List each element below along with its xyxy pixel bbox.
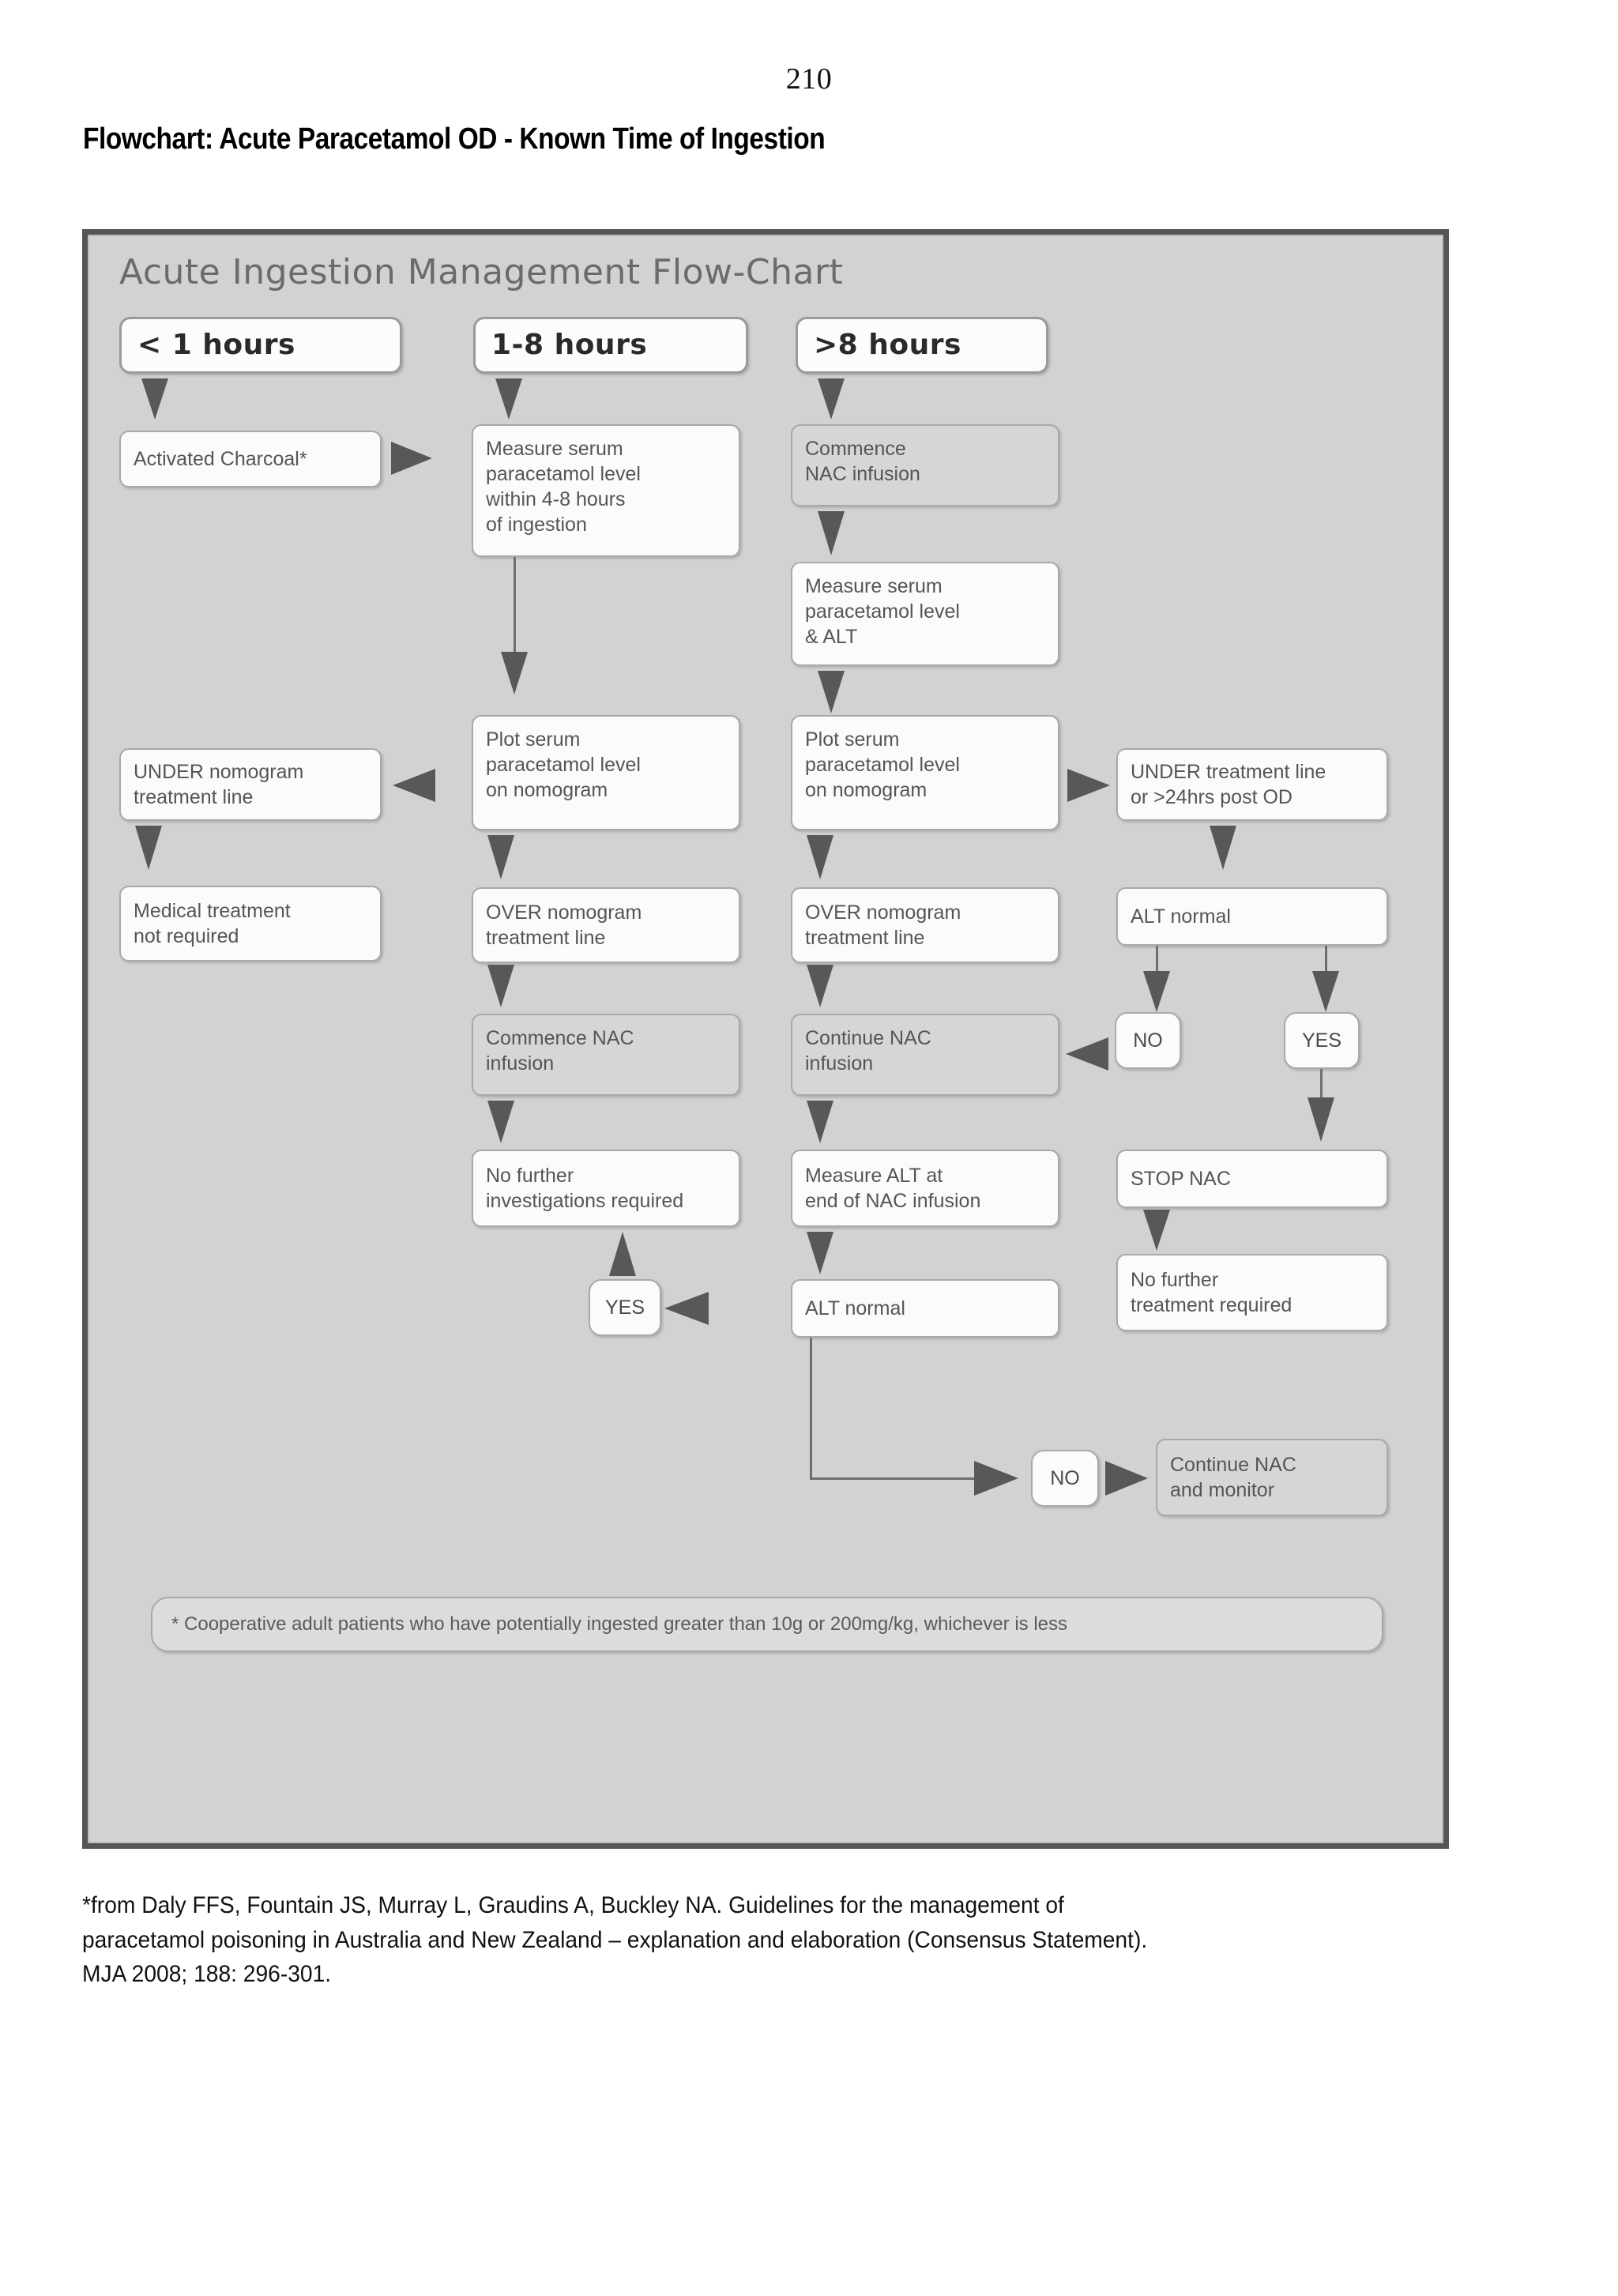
page-title: Flowchart: Acute Paracetamol OD - Known … [83,122,826,156]
node-under-treatment-line-24hrs[interactable]: UNDER treatment line or >24hrs post OD [1116,748,1388,821]
citation-line-3: MJA 2008; 188: 296-301. [82,1961,332,1987]
node-measure-alt-end-nac[interactable]: Measure ALT at end of NAC infusion [791,1150,1059,1227]
node-commence-nac-infusion-col3[interactable]: Commence NAC infusion [791,424,1059,506]
flowchart-frame: Acute Ingestion Management Flow-Chart < … [82,229,1449,1849]
node-yes-lower[interactable]: YES [589,1279,661,1336]
node-continue-nac-col3[interactable]: Continue NAC infusion [791,1014,1059,1096]
node-measure-serum-alt[interactable]: Measure serum paracetamol level & ALT [791,562,1059,666]
node-alt-normal-upper[interactable]: ALT normal [1116,887,1388,946]
flowchart-footnote: * Cooperative adult patients who have po… [151,1597,1383,1652]
connector-line [810,1477,977,1480]
connector-line [810,1338,812,1480]
connector-line [514,557,516,653]
node-over-nomogram-col2[interactable]: OVER nomogram treatment line [472,887,740,963]
citation-line-1: *from Daly FFS, Fountain JS, Murray L, G… [82,1892,1064,1918]
node-yes-upper[interactable]: YES [1284,1012,1360,1069]
column-header-lt1hours[interactable]: < 1 hours [119,317,402,374]
node-medical-treatment-not-required[interactable]: Medical treatment not required [119,886,382,962]
column-header-1-8hours[interactable]: 1-8 hours [473,317,748,374]
node-alt-normal-lower[interactable]: ALT normal [791,1279,1059,1338]
connector-line [1325,946,1327,976]
node-commence-nac-col2[interactable]: Commence NAC infusion [472,1014,740,1096]
node-no-further-treatment-required[interactable]: No further treatment required [1116,1254,1388,1331]
flowchart-title: Acute Ingestion Management Flow-Chart [119,252,844,292]
citation-line-2: paracetamol poisoning in Australia and N… [82,1926,1148,1953]
node-no-lower[interactable]: NO [1031,1450,1099,1507]
node-stop-nac[interactable]: STOP NAC [1116,1150,1388,1208]
connector-line [1156,946,1158,976]
node-under-nomogram-treatment-line[interactable]: UNDER nomogram treatment line [119,748,382,821]
connector-line [1320,1069,1323,1104]
node-plot-serum-col2[interactable]: Plot serum paracetamol level on nomogram [472,715,740,830]
node-no-upper[interactable]: NO [1115,1012,1181,1069]
column-header-gt8hours[interactable]: >8 hours [796,317,1048,374]
citation: *from Daly FFS, Fountain JS, Murray L, G… [82,1888,1412,1992]
node-plot-serum-col3[interactable]: Plot serum paracetamol level on nomogram [791,715,1059,830]
node-over-nomogram-col3[interactable]: OVER nomogram treatment line [791,887,1059,963]
node-no-further-investigations[interactable]: No further investigations required [472,1150,740,1227]
page-number: 210 [785,62,833,96]
node-continue-nac-and-monitor[interactable]: Continue NAC and monitor [1156,1439,1388,1516]
node-activated-charcoal[interactable]: Activated Charcoal* [119,431,382,487]
node-measure-serum-4-8-hours[interactable]: Measure serum paracetamol level within 4… [472,424,740,557]
flowchart-inner-border [88,235,1443,1843]
